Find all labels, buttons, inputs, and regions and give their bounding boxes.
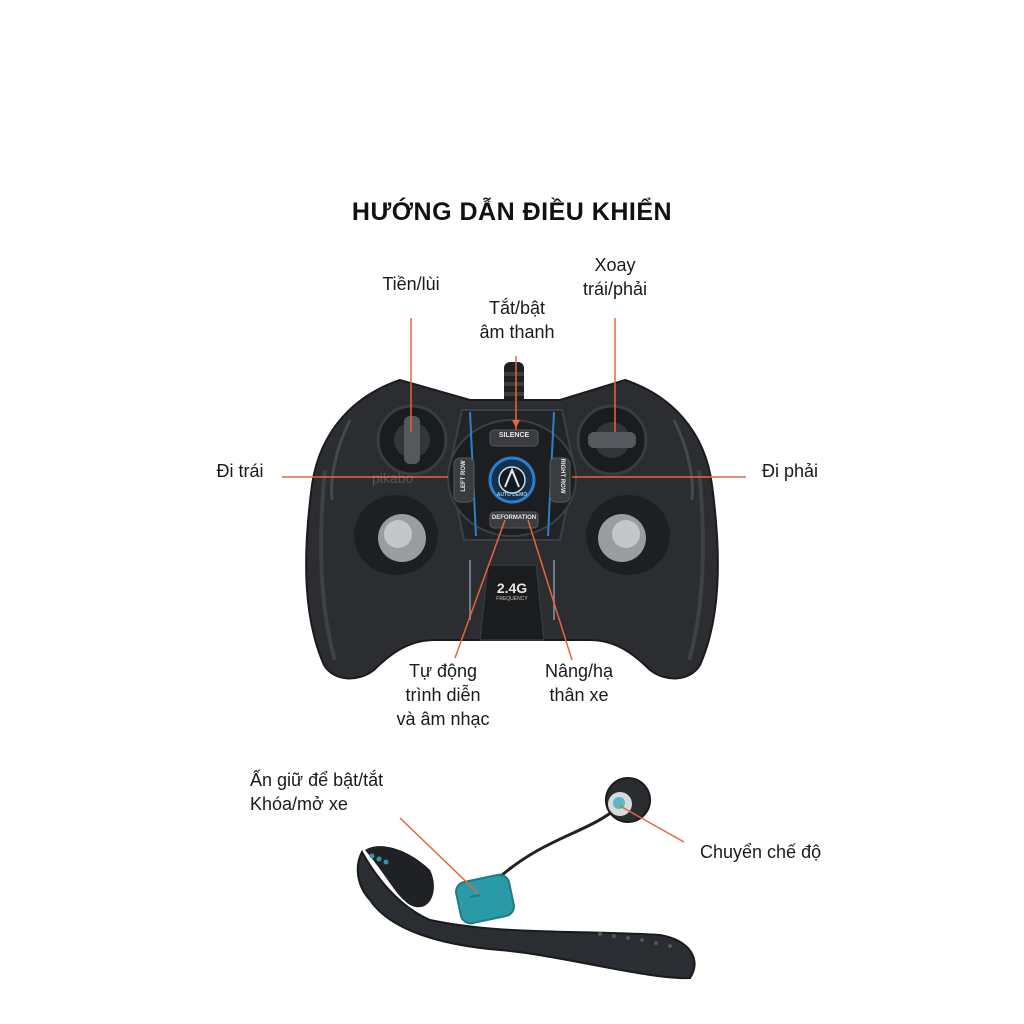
- auto-demo-button: AUTO DEMO: [496, 492, 528, 498]
- label-lift-body: Nâng/hạ thân xe: [544, 661, 614, 705]
- controller-antenna: [504, 362, 524, 410]
- lock-button-module: [455, 873, 515, 925]
- label-lock-unlock: Ấn giữ để bật/tắt Khóa/mở xe: [250, 770, 384, 814]
- left-row-button: LEFT ROW: [461, 460, 467, 492]
- frequency-caption: FREQUENCY: [496, 596, 528, 602]
- silence-button: SILENCE: [498, 432, 530, 439]
- label-mode-switch: Chuyển chế độ: [700, 842, 822, 862]
- label-move-right: Đi phải: [761, 461, 819, 481]
- label-sound-toggle: Tắt/bật âm thanh: [479, 298, 555, 342]
- callout-arrowheads: [512, 420, 520, 428]
- callout-lines: [282, 318, 746, 894]
- deformation-button: DEFORMATION: [491, 515, 537, 521]
- label-move-left: Đi trái: [216, 461, 264, 481]
- label-auto-demo: Tự động trình diễn và âm nhạc: [396, 661, 490, 729]
- remote-controller: [305, 378, 719, 680]
- page-title: HƯỚNG DẪN ĐIỀU KHIỂN: [351, 198, 673, 226]
- right-row-button: RIGHT ROW: [559, 458, 565, 494]
- mode-switch-knob: [605, 777, 651, 823]
- label-forward-back: Tiền/lùi: [382, 274, 440, 294]
- watermark: pikabo: [372, 470, 414, 486]
- frequency-badge: 2.4G: [496, 580, 528, 596]
- label-rotate: Xoay trái/phải: [582, 255, 648, 299]
